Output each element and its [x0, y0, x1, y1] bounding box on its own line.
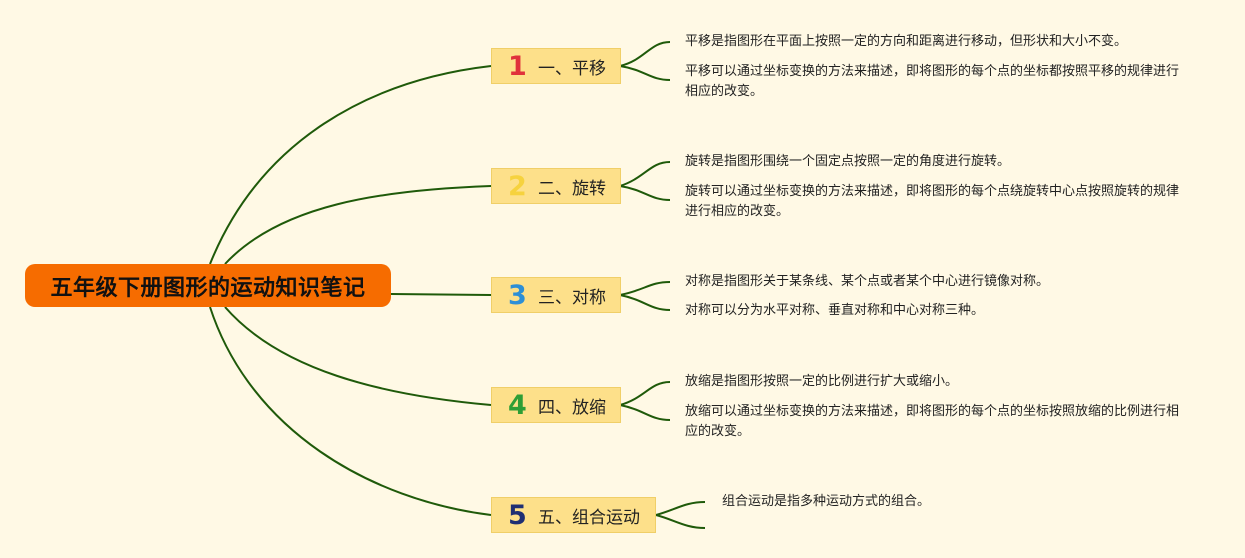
branch-label-4: 四、放缩	[538, 397, 606, 418]
connector-branch-1	[209, 65, 492, 265]
connector-note-4-1	[619, 381, 671, 406]
connector-note-5-1	[655, 501, 706, 516]
branch-number-5: 5	[508, 499, 527, 531]
branch-scaling[interactable]: 4 四、放缩	[491, 387, 621, 423]
branch-symmetry[interactable]: 3 三、对称	[491, 277, 621, 313]
connector-note-4-2	[619, 404, 671, 421]
connector-note-2-2	[619, 185, 671, 201]
note-3-1: 对称是指图形关于某条线、某个点或者某个中心进行镜像对称。	[685, 274, 1050, 289]
branch-number-1: 1	[508, 50, 527, 82]
connector-branch-2	[224, 185, 492, 265]
note-4-2: 放缩可以通过坐标变换的方法来描述，即将图形的每个点的坐标按照放缩的比例进行相应的…	[685, 404, 1180, 439]
branch-label-1: 一、平移	[538, 58, 606, 79]
note-1-1: 平移是指图形在平面上按照一定的方向和距离进行移动，但形状和大小不变。	[685, 34, 1128, 49]
note-3-2: 对称可以分为水平对称、垂直对称和中心对称三种。	[685, 303, 985, 318]
connector-branch-4	[224, 306, 492, 406]
connector-note-1-1	[619, 41, 671, 67]
note-1-2: 平移可以通过坐标变换的方法来描述，即将图形的每个点的坐标都按照平移的规律进行相应…	[685, 64, 1180, 99]
connector-note-3-2	[619, 294, 671, 311]
connector-branch-3	[390, 293, 492, 296]
note-2-1: 旋转是指图形围绕一个固定点按照一定的角度进行旋转。	[685, 154, 1011, 169]
central-topic-label: 五年级下册图形的运动知识笔记	[50, 275, 366, 301]
branch-combined-motion[interactable]: 5 五、组合运动	[491, 497, 656, 533]
branch-rotation[interactable]: 2 二、旋转	[491, 168, 621, 204]
branch-label-2: 二、旋转	[538, 178, 606, 199]
note-5-1: 组合运动是指多种运动方式的组合。	[722, 494, 931, 509]
connector-note-5-2	[655, 514, 706, 529]
branch-number-2: 2	[508, 170, 527, 202]
connector-note-2-1	[619, 161, 671, 187]
connector-branch-5	[209, 306, 492, 516]
note-2-2: 旋转可以通过坐标变换的方法来描述，即将图形的每个点绕旋转中心点按照旋转的规律进行…	[685, 184, 1180, 219]
connector-note-3-1	[619, 281, 671, 296]
branch-number-4: 4	[508, 389, 527, 421]
branch-translation[interactable]: 1 一、平移	[491, 48, 621, 84]
note-4-1: 放缩是指图形按照一定的比例进行扩大或缩小。	[685, 374, 959, 389]
central-topic[interactable]: 五年级下册图形的运动知识笔记	[25, 264, 391, 307]
branch-label-5: 五、组合运动	[538, 507, 640, 528]
branch-number-3: 3	[508, 279, 527, 311]
branch-label-3: 三、对称	[538, 287, 606, 308]
connector-note-1-2	[619, 65, 671, 81]
